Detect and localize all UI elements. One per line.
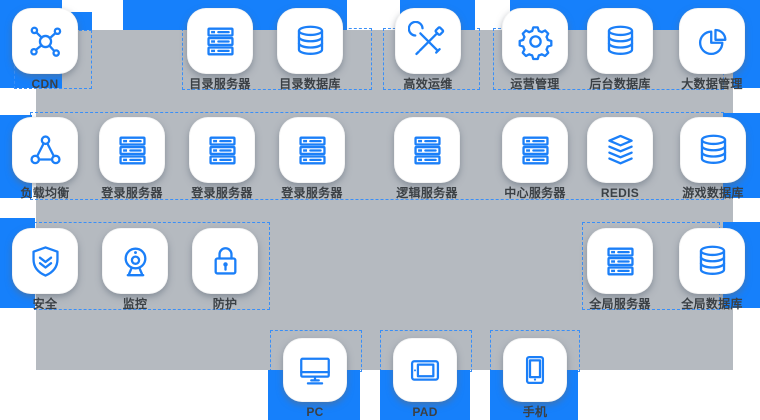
node-label: 安全 <box>32 297 58 311</box>
node-label: PC <box>306 405 324 419</box>
server-icon <box>521 136 549 164</box>
node-login-server-3-card[interactable] <box>279 117 345 183</box>
node-login-server-1-card[interactable] <box>99 117 165 183</box>
node-global-server-card[interactable] <box>587 228 653 294</box>
node-phone-card[interactable] <box>503 338 567 402</box>
node-label: 逻辑服务器 <box>396 186 458 200</box>
server-icon <box>606 247 634 275</box>
node-label: REDIS <box>600 186 640 200</box>
smartphone-icon <box>525 355 545 385</box>
load-balancer-icon <box>29 134 61 164</box>
node-label: 登录服务器 <box>281 186 343 200</box>
node-directory-server: 目录服务器 <box>175 8 265 91</box>
node-global-database: 全局数据库 <box>667 228 757 311</box>
node-label: 手机 <box>522 405 548 419</box>
node-label: 登录服务器 <box>191 186 253 200</box>
node-bigdata-management: 大数据管理 <box>667 8 757 91</box>
node-load-balancer: 负载均衡 <box>0 117 90 200</box>
node-login-server-2-card[interactable] <box>189 117 255 183</box>
node-pad: PAD <box>380 338 470 419</box>
node-logic-server: 逻辑服务器 <box>382 117 472 200</box>
node-efficient-ops-card[interactable] <box>395 8 461 74</box>
node-bigdata-management-card[interactable] <box>679 8 745 74</box>
node-label: 全局服务器 <box>589 297 651 311</box>
node-security: 安全 <box>0 228 90 311</box>
node-cdn: CDN <box>0 8 90 91</box>
node-label: 防护 <box>212 297 238 311</box>
diagram-gray-panel <box>36 30 733 370</box>
node-monitoring-card[interactable] <box>102 228 168 294</box>
node-center-server-card[interactable] <box>502 117 568 183</box>
node-game-database: 游戏数据库 <box>668 117 758 200</box>
node-pc: PC <box>270 338 360 419</box>
database-icon <box>699 245 725 275</box>
database-icon <box>607 25 633 55</box>
node-protection: 防护 <box>180 228 270 311</box>
node-label: 全局数据库 <box>681 297 743 311</box>
node-redis-card[interactable] <box>587 117 653 183</box>
node-load-balancer-card[interactable] <box>12 117 78 183</box>
node-login-server-3: 登录服务器 <box>267 117 357 200</box>
node-label: 后台数据库 <box>589 77 651 91</box>
node-label: 大数据管理 <box>681 77 743 91</box>
node-directory-server-card[interactable] <box>187 8 253 74</box>
node-backend-database: 后台数据库 <box>575 8 665 91</box>
node-directory-database: 目录数据库 <box>265 8 355 91</box>
node-security-card[interactable] <box>12 228 78 294</box>
server-icon <box>413 136 441 164</box>
node-operations-management: 运营管理 <box>490 8 580 91</box>
monitor-icon <box>300 357 330 385</box>
server-icon <box>206 27 234 55</box>
node-pad-card[interactable] <box>393 338 457 402</box>
node-login-server-1: 登录服务器 <box>87 117 177 200</box>
wrench-screwdriver-icon <box>407 20 444 55</box>
node-label: 负载均衡 <box>20 186 70 200</box>
webcam-icon <box>124 247 146 276</box>
node-label: 目录服务器 <box>189 77 251 91</box>
pie-chart-icon <box>698 28 726 55</box>
tablet-icon <box>410 360 440 381</box>
node-phone: 手机 <box>490 338 580 419</box>
cdn-network-icon <box>29 26 61 57</box>
database-icon <box>700 134 726 164</box>
node-pc-card[interactable] <box>283 338 347 402</box>
node-global-server: 全局服务器 <box>575 228 665 311</box>
node-label: 监控 <box>122 297 148 311</box>
server-icon <box>118 136 146 164</box>
server-icon <box>208 136 236 164</box>
node-protection-card[interactable] <box>192 228 258 294</box>
node-backend-database-card[interactable] <box>587 8 653 74</box>
node-cdn-card[interactable] <box>12 8 78 74</box>
node-label: 登录服务器 <box>101 186 163 200</box>
node-efficient-ops: 高效运维 <box>383 8 473 91</box>
node-label: PAD <box>412 405 438 419</box>
node-label: CDN <box>31 77 59 91</box>
lock-icon <box>214 246 236 275</box>
node-monitoring: 监控 <box>90 228 180 311</box>
node-label: 中心服务器 <box>504 186 566 200</box>
gear-icon <box>518 25 552 60</box>
node-operations-management-card[interactable] <box>502 8 568 74</box>
node-logic-server-card[interactable] <box>394 117 460 183</box>
node-directory-database-card[interactable] <box>277 8 343 74</box>
node-label: 高效运维 <box>403 77 453 91</box>
node-label: 运营管理 <box>510 77 560 91</box>
database-icon <box>297 25 323 55</box>
node-game-database-card[interactable] <box>680 117 746 183</box>
node-center-server: 中心服务器 <box>490 117 580 200</box>
node-label: 游戏数据库 <box>682 186 744 200</box>
server-icon <box>298 136 326 164</box>
node-redis: REDIS <box>575 117 665 200</box>
node-global-database-card[interactable] <box>679 228 745 294</box>
shield-icon <box>31 245 59 277</box>
node-login-server-2: 登录服务器 <box>177 117 267 200</box>
redis-stack-icon <box>607 134 633 164</box>
node-label: 目录数据库 <box>279 77 341 91</box>
